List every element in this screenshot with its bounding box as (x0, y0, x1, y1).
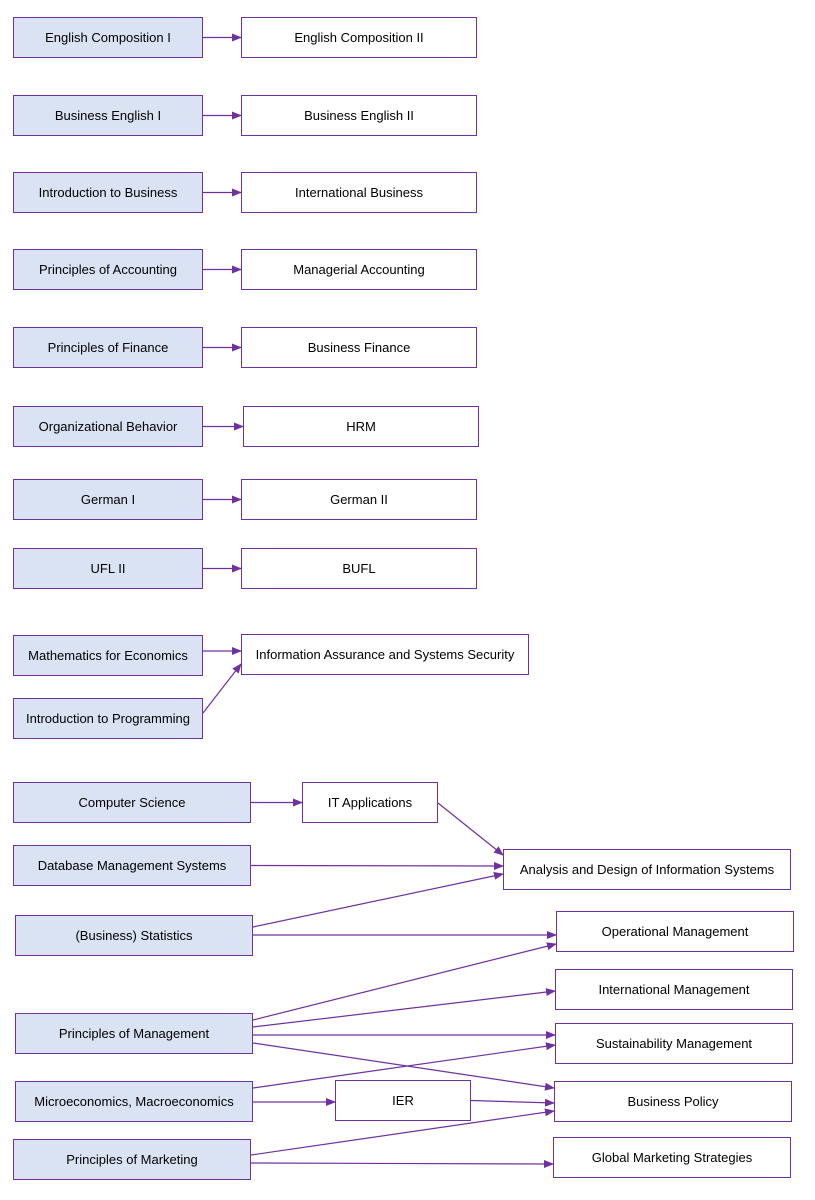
edge-ier-to-bp (470, 1098, 555, 1107)
node-principles-of-marketing: Principles of Marketing (13, 1139, 251, 1180)
node-business-finance: Business Finance (241, 327, 477, 368)
node-introduction-to-business: Introduction to Business (13, 172, 203, 213)
edge-group (202, 33, 557, 1168)
node-database-management-systems: Database Management Systems (13, 845, 251, 886)
node-organizational-behavior: Organizational Behavior (13, 406, 203, 447)
node-sustainability-management: Sustainability Management (555, 1023, 793, 1064)
edge-pom-to-opm (252, 942, 557, 1021)
node-hrm: HRM (243, 406, 479, 447)
node-introduction-to-programming: Introduction to Programming (13, 698, 203, 739)
edge-micro-to-sm (252, 1042, 556, 1089)
node-german-2: German II (241, 479, 477, 520)
node-managerial-accounting: Managerial Accounting (241, 249, 477, 290)
edge-pom-to-bp (252, 1042, 555, 1091)
node-international-management: International Management (555, 969, 793, 1010)
node-english-composition-2: English Composition II (241, 17, 477, 58)
edge-ita-to-adis (437, 802, 504, 856)
node-computer-science: Computer Science (13, 782, 251, 823)
edge-pomk-to-bp (250, 1108, 555, 1156)
node-business-policy: Business Policy (554, 1081, 792, 1122)
node-it-applications: IT Applications (302, 782, 438, 823)
node-global-marketing-strategies: Global Marketing Strategies (553, 1137, 791, 1178)
edge-pom-to-intm (252, 988, 556, 1028)
node-german-1: German I (13, 479, 203, 520)
node-principles-of-finance: Principles of Finance (13, 327, 203, 368)
node-international-business: International Business (241, 172, 477, 213)
node-business-english-1: Business English I (13, 95, 203, 136)
node-bufl: BUFL (241, 548, 477, 589)
node-business-statistics: (Business) Statistics (15, 915, 253, 956)
node-business-english-2: Business English II (241, 95, 477, 136)
node-analysis-design-information-systems: Analysis and Design of Information Syste… (503, 849, 791, 890)
node-operational-management: Operational Management (556, 911, 794, 952)
edge-stat-to-adis (252, 871, 504, 928)
node-information-assurance: Information Assurance and Systems Securi… (241, 634, 529, 675)
edge-dbms-to-adis (250, 861, 504, 870)
edge-pomk-to-gms (250, 1159, 554, 1168)
node-mathematics-for-economics: Mathematics for Economics (13, 635, 203, 676)
node-ufl-2: UFL II (13, 548, 203, 589)
node-micro-macroeconomics: Microeconomics, Macroeconomics (15, 1081, 253, 1122)
node-principles-of-management: Principles of Management (15, 1013, 253, 1054)
edge-itp-to-iass (202, 663, 242, 714)
node-principles-of-accounting: Principles of Accounting (13, 249, 203, 290)
node-english-composition-1: English Composition I (13, 17, 203, 58)
node-ier: IER (335, 1080, 471, 1121)
